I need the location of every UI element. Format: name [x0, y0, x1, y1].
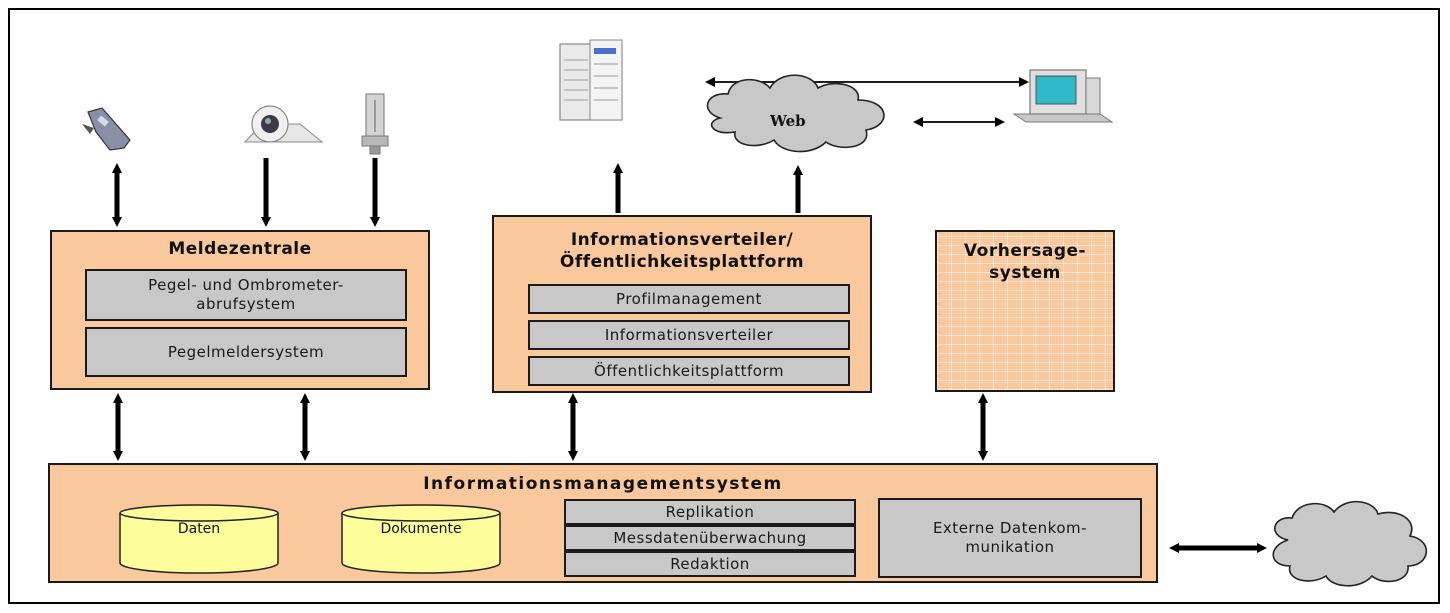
vorhersagesystem-box: Vorhersage- system — [935, 230, 1115, 392]
database-dokumente-icon — [341, 504, 501, 574]
database-daten: Daten — [118, 503, 280, 575]
pegel-ombrometer-abrufsystem: Pegel- und Ombrometer- abrufsystem — [85, 269, 407, 321]
web-cloud-icon — [706, 74, 885, 153]
profilmanagement: Profilmanagement — [528, 284, 850, 314]
diagram-frame — [8, 8, 1440, 604]
vorhersagesystem-title: Vorhersage- system — [963, 241, 1087, 283]
messdatenueberwachung: Messdatenüberwachung — [564, 525, 856, 551]
database-daten-icon — [119, 504, 279, 574]
ims-title: Informationsmanagementsystem — [423, 474, 783, 494]
database-dokumente: Dokumente — [340, 503, 502, 575]
externe-datenkommunikation: Externe Datenkom- munikation — [878, 498, 1142, 578]
database-dokumente-label: Dokumente — [380, 521, 462, 537]
gauge-sensor-icon — [361, 93, 389, 155]
pegelmeldersystem: Pegelmeldersystem — [85, 327, 407, 377]
meldezentrale-box: Meldezentrale Pegel- und Ombrometer- abr… — [50, 230, 430, 390]
web-label: Web — [770, 112, 806, 130]
external-cloud-icon — [1272, 500, 1428, 587]
phone-icon — [82, 107, 131, 151]
redaktion: Redaktion — [564, 551, 856, 577]
webcam-icon — [243, 105, 324, 143]
informationsverteiler-title: Informationsverteiler/ Öffentlichkeitspl… — [559, 230, 805, 272]
informationsverteiler-box: Informationsverteiler/ Öffentlichkeitspl… — [492, 215, 872, 393]
replikation: Replikation — [564, 499, 856, 525]
meldezentrale-title: Meldezentrale — [168, 239, 312, 259]
computer-icon — [1012, 69, 1114, 123]
server-icon — [559, 39, 623, 121]
informationsverteiler-item: Informationsverteiler — [528, 320, 850, 350]
oeffentlichkeitsplattform: Öffentlichkeitsplattform — [528, 356, 850, 386]
database-daten-label: Daten — [177, 521, 221, 537]
